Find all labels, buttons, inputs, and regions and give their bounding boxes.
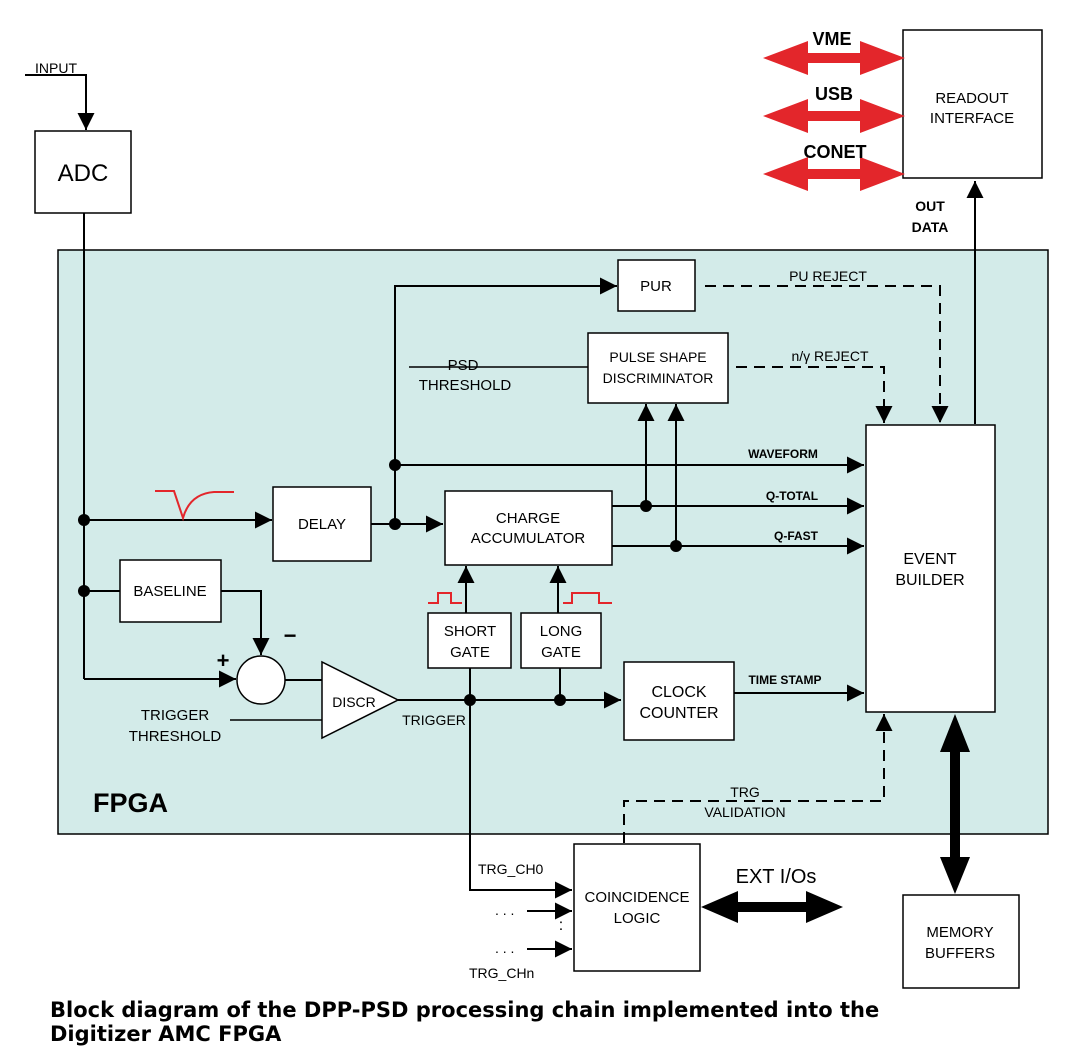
ny-reject-label: n/γ REJECT [791, 348, 868, 364]
delay-label: DELAY [298, 516, 346, 533]
trg-ch0-line [469, 700, 572, 899]
trigger-threshold-label-line-2: THRESHOLD [129, 728, 222, 745]
delay-block [272, 486, 372, 562]
trigger-label: TRIGGER [402, 712, 466, 728]
q-total-label: Q-TOTAL [766, 489, 818, 503]
pu-reject-line [705, 285, 949, 423]
delay-output-junction [389, 518, 401, 530]
q-fast-label: Q-FAST [774, 529, 819, 543]
usb-arrow [763, 99, 905, 133]
pur-input-line [394, 277, 617, 520]
ny-reject-line [736, 366, 893, 423]
waveform-junction [389, 459, 401, 471]
clock-counter-label-line-1: CLOCK [651, 684, 706, 701]
vme-label: VME [812, 29, 851, 49]
subtractor-plus-sign: + [217, 648, 230, 673]
psd-threshold-label-line-2: THRESHOLD [419, 377, 512, 394]
delay-input-junction [78, 514, 90, 526]
clock-counter-label-line-2: COUNTER [639, 705, 718, 722]
out-data-label-line-2: DATA [912, 219, 949, 235]
psd-threshold-label-line-1: PSD [448, 357, 479, 374]
time-stamp-label: TIME STAMP [748, 673, 821, 687]
discriminator-block [321, 660, 400, 740]
trg-middle-ellipsis: . . . [495, 902, 514, 918]
event-builder-label-line-2: BUILDER [895, 572, 964, 589]
adc-block [34, 130, 132, 214]
pulse-shape-discriminator-block [587, 332, 729, 404]
memory-bus-arrow [940, 714, 970, 894]
input-pulse-sketch [155, 490, 234, 522]
coincidence-logic-label-line-2: LOGIC [614, 910, 661, 927]
pur-block [617, 259, 696, 312]
event-builder-label-line-1: EVENT [903, 551, 957, 568]
adc-label: ADC [58, 160, 109, 187]
trg-validation-label-line-2: VALIDATION [704, 804, 785, 820]
pu-reject-label: PU REJECT [789, 268, 867, 284]
coincidence-logic-block [573, 843, 701, 972]
psd-label-line-2: DISCRIMINATOR [603, 370, 714, 386]
trigger-threshold-label-line-1: TRIGGER [141, 707, 210, 724]
long-gate-block [520, 612, 602, 669]
discr-label: DISCR [332, 694, 376, 710]
conet-label: CONET [804, 142, 867, 162]
baseline-junction [78, 585, 90, 597]
coincidence-logic-label-line-1: COINCIDENCE [584, 889, 689, 906]
long-gate-label-line-1: LONG [540, 623, 583, 640]
out-data-label-line-1: OUT [915, 198, 945, 214]
fpga-label: FPGA [93, 788, 168, 818]
figure-caption: Block diagram of the DPP-PSD processing … [50, 998, 1050, 1046]
baseline-block [119, 559, 222, 623]
subtractor-node [236, 655, 286, 705]
readout-interface-label-line-2: INTERFACE [930, 110, 1014, 127]
trg-chn-label: TRG_CHn [469, 965, 534, 981]
trg-validation-label-line-1: TRG [730, 784, 760, 800]
event-builder-block [865, 424, 996, 713]
long-gate-label-line-2: GATE [541, 644, 581, 661]
psd-label-line-1: PULSE SHAPE [609, 349, 706, 365]
short-gate-pulse-sketch [428, 592, 462, 604]
memory-buffers-label-line-1: MEMORY [926, 924, 993, 941]
readout-interface-label-line-1: READOUT [935, 90, 1008, 107]
readout-interface-block [902, 29, 1043, 179]
clock-counter-block [623, 661, 735, 741]
input-label: INPUT [35, 60, 77, 76]
memory-buffers-label-line-2: BUFFERS [925, 945, 995, 962]
conet-arrow [763, 157, 905, 191]
charge-accumulator-label-line-2: ACCUMULATOR [471, 530, 586, 547]
input-line [25, 74, 95, 130]
short-gate-label-line-2: GATE [450, 644, 490, 661]
usb-label: USB [815, 84, 853, 104]
baseline-label: BASELINE [133, 583, 206, 600]
waveform-label: WAVEFORM [748, 447, 818, 461]
ext-ios-arrow [701, 891, 843, 923]
charge-accumulator-block [444, 490, 613, 566]
caption-line-1: Block diagram of the DPP-PSD processing … [50, 998, 880, 1022]
charge-accumulator-label-line-1: CHARGE [496, 510, 560, 527]
baseline-to-subtractor-line [221, 590, 270, 655]
caption-line-2: Digitizer AMC FPGA [50, 1022, 282, 1046]
long-gate-pulse-sketch [563, 592, 612, 604]
trg-vertical-dots: : [559, 917, 563, 934]
trg-last-ellipsis: . . . [495, 940, 514, 956]
ext-ios-label: EXT I/Os [736, 866, 817, 888]
trg-validation-line [623, 714, 893, 843]
vme-arrow [763, 41, 905, 75]
pur-label: PUR [640, 278, 672, 295]
subtractor-minus-sign: − [284, 623, 297, 648]
trg-ch0-label: TRG_CH0 [478, 861, 544, 877]
memory-buffers-block [902, 894, 1020, 989]
short-gate-label-line-1: SHORT [444, 623, 496, 640]
